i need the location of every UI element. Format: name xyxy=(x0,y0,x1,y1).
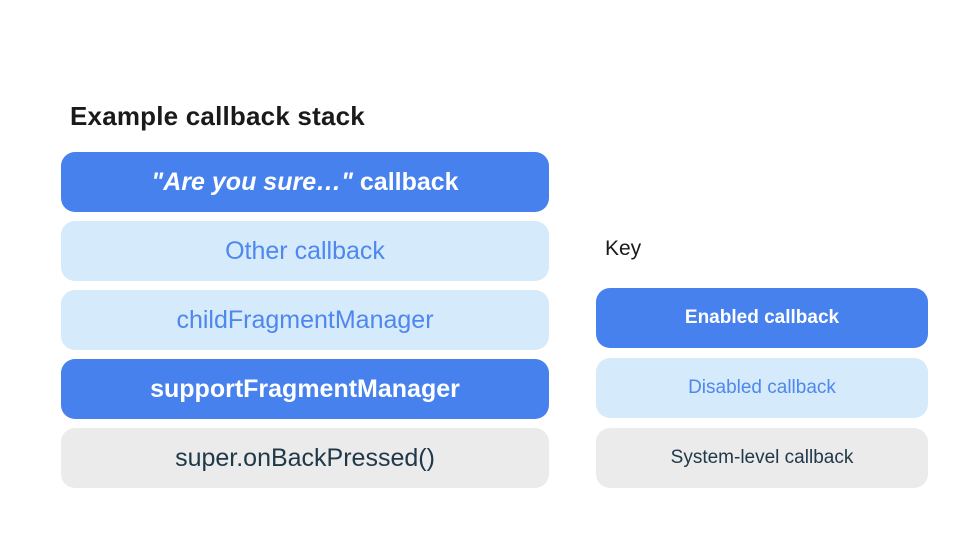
callback-stack: "Are you sure…" callback Other callback … xyxy=(61,152,549,488)
key-item-disabled-callback: Disabled callback xyxy=(596,358,928,418)
key-title: Key xyxy=(605,237,642,260)
stack-box-super-onbackpressed: super.onBackPressed() xyxy=(61,428,549,488)
stack-box-support-fragment-manager: supportFragmentManager xyxy=(61,359,549,419)
stack-box-other-callback: Other callback xyxy=(61,221,549,281)
diagram-title: Example callback stack xyxy=(70,101,365,131)
quoted-phrase: "Are you sure…" xyxy=(151,167,353,196)
key-item-enabled-callback: Enabled callback xyxy=(596,288,928,348)
key-item-system-level-callback: System-level callback xyxy=(596,428,928,488)
phrase-rest: callback xyxy=(352,167,459,196)
stack-box-label: "Are you sure…" callback xyxy=(151,168,458,197)
key-legend: Enabled callback Disabled callback Syste… xyxy=(596,288,928,488)
stack-box-child-fragment-manager: childFragmentManager xyxy=(61,290,549,350)
stack-box-are-you-sure-callback: "Are you sure…" callback xyxy=(61,152,549,212)
